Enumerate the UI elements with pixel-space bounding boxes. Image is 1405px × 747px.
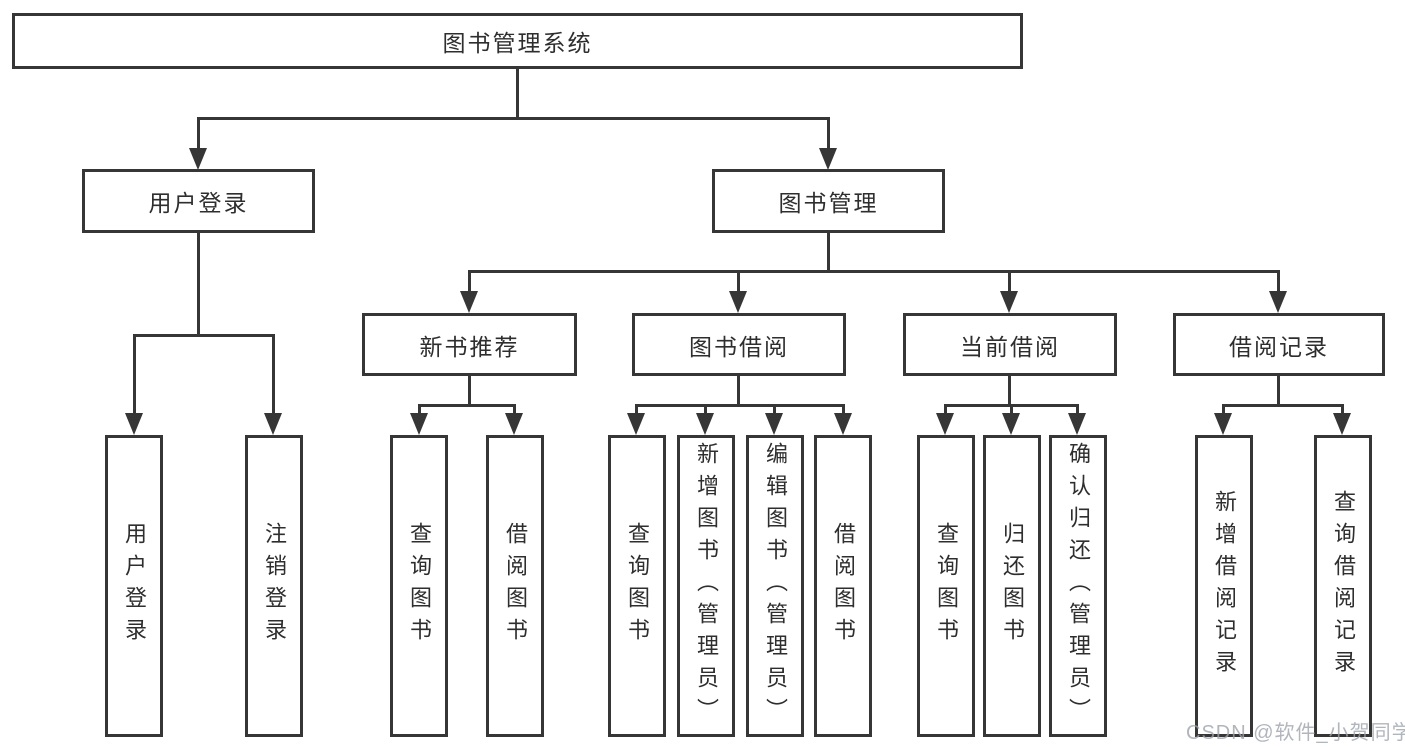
arrow-down-icon bbox=[264, 413, 282, 435]
connector-line bbox=[1076, 404, 1079, 416]
connector-line bbox=[737, 270, 740, 294]
connector-line bbox=[513, 404, 516, 416]
leaf-confirm-return-admin-label: 确认归还（管理员） bbox=[1066, 442, 1091, 730]
connector-line bbox=[1008, 270, 1011, 294]
leaf-query-books-borrow: 查询图书 bbox=[608, 435, 666, 737]
leaf-user-login: 用户登录 bbox=[105, 435, 163, 737]
connector-line bbox=[773, 404, 776, 416]
csdn-watermark: CSDN @软件_小贺同学 bbox=[1186, 722, 1405, 744]
connector-line bbox=[842, 404, 845, 416]
arrow-down-icon bbox=[410, 413, 428, 435]
arrow-down-icon bbox=[505, 413, 523, 435]
arrow-down-icon bbox=[1068, 413, 1086, 435]
node-current-borrow: 当前借阅 bbox=[903, 313, 1117, 376]
leaf-query-books-borrow-label: 查询图书 bbox=[625, 522, 650, 650]
leaf-logout: 注销登录 bbox=[245, 435, 303, 737]
node-current-borrow-label: 当前借阅 bbox=[960, 333, 1060, 360]
leaf-query-books-recommend-label: 查询图书 bbox=[407, 522, 432, 650]
leaf-edit-books-admin-label: 编辑图书（管理员） bbox=[763, 442, 788, 730]
leaf-query-borrow-record: 查询借阅记录 bbox=[1314, 435, 1372, 737]
leaf-borrow-books-recommend-label: 借阅图书 bbox=[503, 522, 528, 650]
leaf-borrow-books-borrow: 借阅图书 bbox=[814, 435, 872, 737]
connector-line bbox=[197, 231, 200, 337]
node-book-management: 图书管理 bbox=[712, 169, 945, 233]
connector-line bbox=[704, 404, 707, 416]
leaf-add-borrow-record: 新增借阅记录 bbox=[1195, 435, 1253, 737]
leaf-edit-books-admin: 编辑图书（管理员） bbox=[746, 435, 804, 737]
leaf-query-books-recommend: 查询图书 bbox=[390, 435, 448, 737]
arrow-down-icon bbox=[696, 413, 714, 435]
connector-line bbox=[1008, 374, 1011, 407]
node-borrow-records: 借阅记录 bbox=[1173, 313, 1385, 376]
leaf-return-books: 归还图书 bbox=[983, 435, 1041, 737]
leaf-user-login-label: 用户登录 bbox=[122, 522, 147, 650]
arrow-down-icon bbox=[936, 413, 954, 435]
arrow-down-icon bbox=[834, 413, 852, 435]
arrow-down-icon bbox=[729, 291, 747, 313]
arrow-down-icon bbox=[460, 291, 478, 313]
connector-line bbox=[1222, 404, 1225, 416]
connector-line bbox=[635, 404, 638, 416]
connector-line bbox=[133, 334, 136, 416]
node-new-book-recommend-label: 新书推荐 bbox=[419, 333, 520, 360]
connector-line bbox=[197, 117, 200, 150]
leaf-add-books-admin: 新增图书（管理员） bbox=[677, 435, 735, 737]
node-book-management-label: 图书管理 bbox=[778, 190, 879, 216]
node-user-login: 用户登录 bbox=[82, 169, 315, 233]
arrow-down-icon bbox=[765, 413, 783, 435]
connector-line bbox=[944, 404, 947, 416]
connector-line bbox=[418, 404, 421, 416]
leaf-confirm-return-admin: 确认归还（管理员） bbox=[1049, 435, 1107, 737]
arrow-down-icon bbox=[627, 413, 645, 435]
leaf-add-books-admin-label: 新增图书（管理员） bbox=[694, 442, 719, 730]
arrow-down-icon bbox=[1000, 291, 1018, 313]
leaf-query-books-current-label: 查询图书 bbox=[934, 522, 959, 650]
node-user-login-label: 用户登录 bbox=[148, 190, 249, 216]
arrow-down-icon bbox=[819, 148, 837, 170]
node-borrow-records-label: 借阅记录 bbox=[1229, 333, 1329, 360]
leaf-query-books-current: 查询图书 bbox=[917, 435, 975, 737]
leaf-borrow-books-recommend: 借阅图书 bbox=[486, 435, 544, 737]
leaf-return-books-label: 归还图书 bbox=[1000, 522, 1025, 650]
arrow-down-icon bbox=[1269, 291, 1287, 313]
connector-line bbox=[1277, 270, 1280, 294]
connector-line bbox=[197, 117, 830, 120]
connector-line bbox=[827, 117, 830, 150]
connector-line bbox=[827, 230, 830, 273]
leaf-borrow-books-borrow-label: 借阅图书 bbox=[831, 522, 856, 650]
arrow-down-icon bbox=[125, 413, 143, 435]
node-root: 图书管理系统 bbox=[12, 13, 1023, 69]
connector-line bbox=[468, 270, 1280, 273]
connector-line bbox=[1010, 404, 1013, 416]
connector-line bbox=[1341, 404, 1344, 416]
leaf-add-borrow-record-label: 新增借阅记录 bbox=[1212, 490, 1237, 682]
connector-line bbox=[635, 404, 845, 407]
connector-line bbox=[468, 374, 471, 407]
node-new-book-recommend: 新书推荐 bbox=[362, 313, 577, 376]
node-book-borrow: 图书借阅 bbox=[632, 313, 846, 376]
connector-line bbox=[516, 66, 519, 120]
connector-line bbox=[133, 334, 275, 337]
arrow-down-icon bbox=[189, 148, 207, 170]
connector-line bbox=[418, 404, 516, 407]
leaf-logout-label: 注销登录 bbox=[262, 522, 287, 650]
arrow-down-icon bbox=[1333, 413, 1351, 435]
arrow-down-icon bbox=[1002, 413, 1020, 435]
connector-line bbox=[272, 334, 275, 416]
connector-line bbox=[1277, 374, 1280, 407]
node-book-borrow-label: 图书借阅 bbox=[689, 333, 789, 360]
connector-line bbox=[1222, 404, 1344, 407]
node-root-label: 图书管理系统 bbox=[442, 30, 593, 56]
arrow-down-icon bbox=[1214, 413, 1232, 435]
connector-line bbox=[737, 374, 740, 407]
leaf-query-borrow-record-label: 查询借阅记录 bbox=[1331, 490, 1356, 682]
connector-line bbox=[468, 270, 471, 294]
